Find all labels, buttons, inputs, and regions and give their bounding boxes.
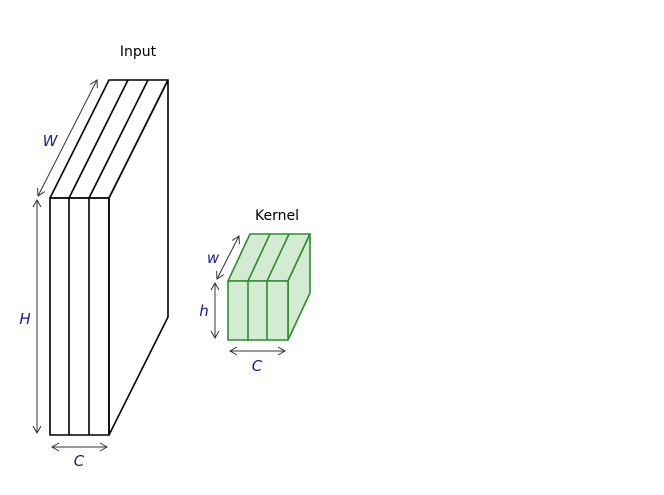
kernel-slice-top-divider	[247, 233, 271, 282]
input-width-arrow	[37, 79, 98, 197]
kernel-width-arrow	[216, 235, 240, 280]
input-title: Input	[120, 44, 157, 60]
input-channels-label: C	[74, 452, 85, 470]
input-width-label: W	[43, 132, 59, 150]
kernel-front-face	[227, 280, 289, 341]
kernel-height-label: h	[199, 302, 209, 320]
input-volume	[49, 79, 169, 436]
kernel-title: Kernel	[255, 208, 299, 224]
input-front-face	[49, 197, 110, 436]
kernel-width-label: w	[207, 249, 220, 267]
input-top-face	[49, 79, 169, 199]
kernel-slice-top-divider	[266, 233, 290, 282]
kernel-volume	[227, 233, 311, 341]
input-slice-top-divider	[88, 79, 149, 199]
kernel-channels-label: C	[252, 357, 263, 375]
input-height-label: H	[19, 310, 30, 328]
input-side-face	[108, 79, 169, 436]
